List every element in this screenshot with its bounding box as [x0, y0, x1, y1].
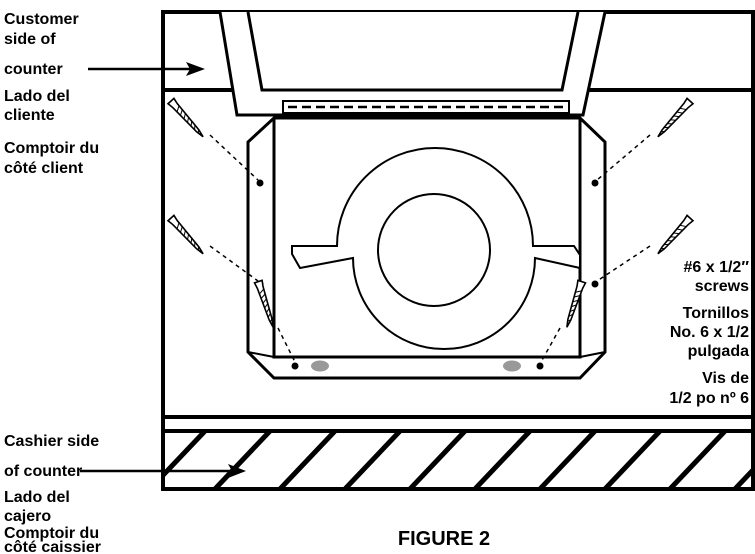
- customer-side-arrow: [88, 62, 205, 76]
- screws-label-es: Tornillos: [683, 305, 749, 322]
- mounting-slot: [311, 360, 329, 372]
- screws-label-es: No. 6 x 1/2: [670, 324, 749, 341]
- mounting-hole: [291, 362, 299, 370]
- mounting-hole: [591, 280, 599, 288]
- mounting-slot: [503, 360, 521, 372]
- mounting-plate: [246, 116, 607, 380]
- mounting-hole: [591, 179, 599, 187]
- customer-tray: [218, 11, 607, 117]
- customer-label-fr: Comptoir du: [4, 140, 99, 157]
- cashier-label-es: cajero: [4, 508, 51, 525]
- cashier-label-en: Cashier side: [4, 433, 99, 450]
- mounting-hole: [256, 179, 264, 187]
- cashier-label-es: Lado del: [4, 489, 70, 506]
- customer-label-es: Lado del: [4, 88, 70, 105]
- customer-label-fr: côté client: [4, 160, 84, 177]
- cashier-side-arrow: [80, 464, 246, 478]
- cashier-label-fr: côté caissier: [4, 539, 101, 554]
- screws-label-en: #6 x 1/2″: [684, 259, 750, 276]
- cashier-counter-band: [163, 415, 753, 489]
- screws-label-es: pulgada: [688, 343, 749, 360]
- figure-caption: FIGURE 2: [398, 528, 490, 550]
- screw-guides: [209, 134, 651, 363]
- customer-label-en: side of: [4, 31, 56, 48]
- mounting-hole: [536, 362, 544, 370]
- customer-label-es: cliente: [4, 107, 55, 124]
- customer-label-en: Customer: [4, 11, 79, 28]
- screws-label-en: screws: [695, 278, 749, 295]
- screws-label-fr: 1/2 po nº 6: [669, 390, 749, 407]
- cashier-label-en: of counter: [4, 463, 82, 480]
- cashier-label-fr: Comptoir du: [4, 525, 99, 542]
- screws-label-fr: Vis de: [702, 370, 749, 387]
- customer-label-en: counter: [4, 61, 63, 78]
